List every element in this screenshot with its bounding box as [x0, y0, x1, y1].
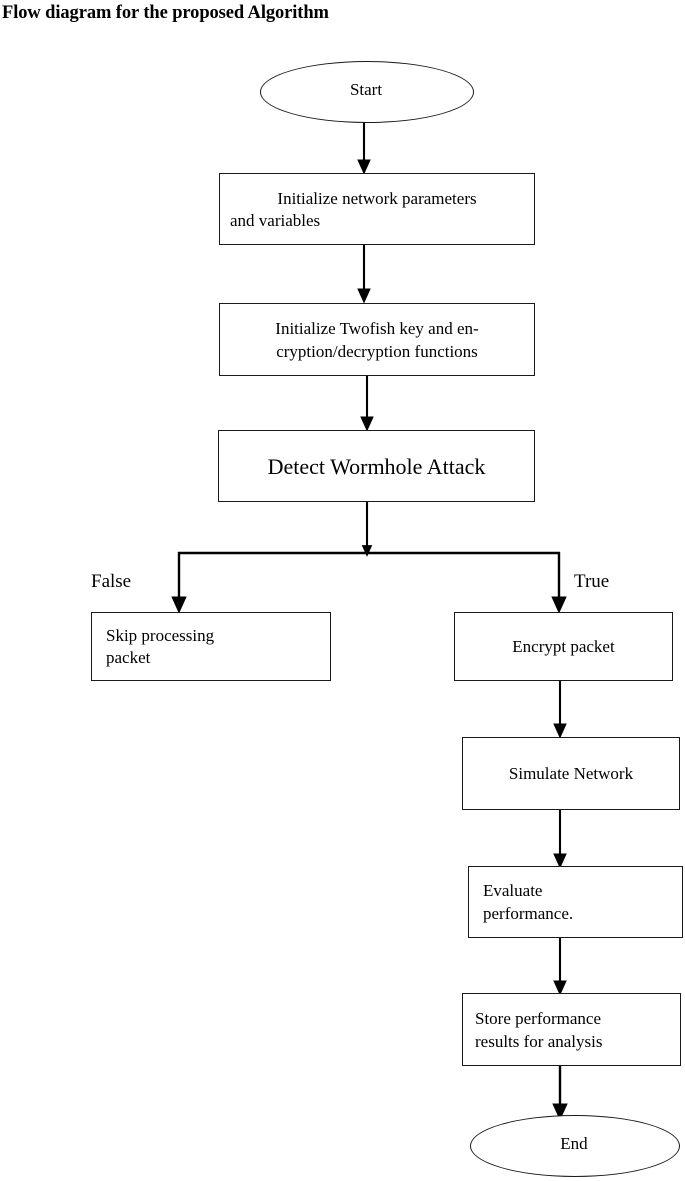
node-skip-packet[interactable]: Skip processing packet	[91, 612, 331, 681]
node-end[interactable]: End	[470, 1115, 680, 1177]
node-encrypt-packet-label: Encrypt packet	[512, 637, 615, 656]
start-oval-shape	[260, 61, 474, 123]
node-skip-packet-line1: Skip processing	[106, 626, 215, 645]
node-init-network[interactable]: Initialize network parameters and variab…	[219, 173, 535, 245]
node-init-twofish-line1: Initialize Twofish key and en-	[275, 319, 479, 338]
node-init-network-line1: Initialize network parameters	[277, 189, 477, 208]
node-init-network-line2: and variables	[230, 211, 321, 230]
node-evaluate-performance-line1: Evaluate	[483, 881, 543, 900]
node-simulate-network[interactable]: Simulate Network	[462, 737, 680, 810]
page-title: Flow diagram for the proposed Algorithm	[2, 3, 329, 23]
node-evaluate-performance-line2: performance.	[483, 904, 574, 923]
node-detect-wormhole-label: Detect Wormhole Attack	[267, 454, 486, 479]
node-store-results-line2: results for analysis	[475, 1032, 603, 1051]
node-start[interactable]: Start	[260, 61, 474, 123]
node-init-twofish-line2: cryption/decryption functions	[276, 342, 478, 361]
node-store-results[interactable]: Store performance results for analysis	[462, 993, 681, 1066]
node-init-twofish[interactable]: Initialize Twofish key and en- cryption/…	[219, 303, 535, 376]
node-encrypt-packet[interactable]: Encrypt packet	[454, 612, 673, 681]
node-start-label: Start	[349, 80, 383, 99]
node-end-label: End	[560, 1134, 588, 1153]
node-simulate-network-label: Simulate Network	[508, 764, 634, 783]
node-evaluate-performance[interactable]: Evaluate performance.	[468, 866, 683, 938]
end-oval-shape	[470, 1115, 680, 1177]
branch-label-false: False	[91, 571, 132, 592]
node-detect-wormhole[interactable]: Detect Wormhole Attack	[218, 430, 535, 502]
branch-label-true: True	[574, 571, 610, 592]
node-store-results-line1: Store performance	[475, 1009, 602, 1028]
node-skip-packet-line2: packet	[106, 648, 151, 667]
